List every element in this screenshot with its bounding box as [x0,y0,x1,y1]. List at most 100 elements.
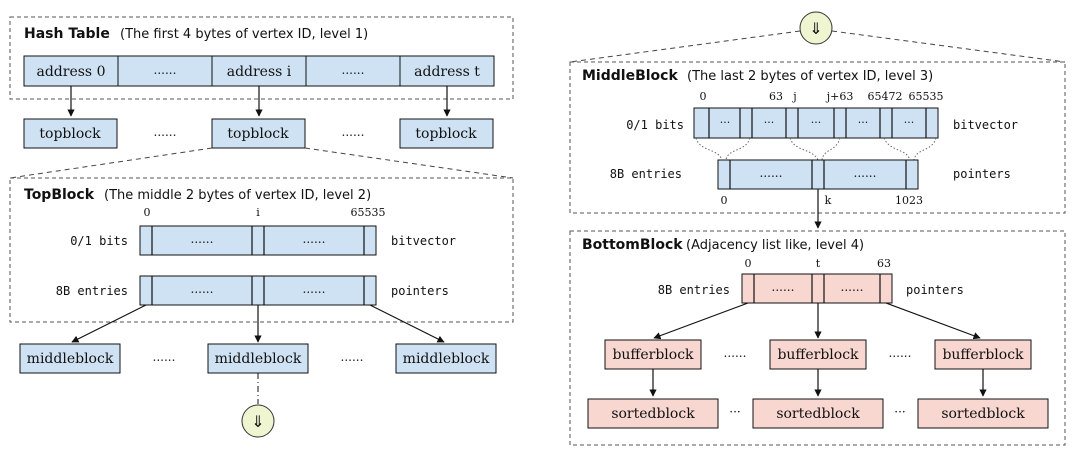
topblock-title: TopBlock [24,187,95,203]
bit-index-label: 0 [700,90,707,103]
hash-cell-label: address 0 [37,64,106,80]
hash-cell-address-t [399,55,495,87]
ellipsis: ··· [720,116,731,129]
middleblock-box [19,343,121,374]
bottomblock-panel: BottomBlock (Adjacency list like, level … [569,230,1066,446]
ellipsis: ...... [772,280,795,294]
topblock-row: topblock topblock topblock ...... ...... [23,118,494,149]
ellipsis: ...... [191,232,214,246]
ellipsis: ··· [858,116,869,129]
middleblock-title: MiddleBlock [582,68,678,84]
ellipsis: ··· [811,116,822,129]
pointer-index-label: 1023 [895,194,923,207]
svg-text:⇓: ⇓ [809,19,822,38]
middleblock-bitvector [693,107,939,139]
hash-table-subtitle: (The first 4 bytes of vertex ID, level 1… [120,27,368,42]
topblock-label: topblock [415,126,477,142]
bit-index-label: j [791,90,796,103]
bitvector-label: bitvector [391,234,456,248]
continue-down-icon: ⇓ [799,11,833,45]
ellipsis: ...... [341,350,364,364]
bufferblock-label: bufferblock [612,347,694,363]
bit-index-label: j+63 [825,90,854,103]
pointer-index-label: 0 [721,194,728,207]
middleblock-label: middleblock [403,351,490,367]
pointers-label: pointers [953,167,1011,181]
ellipsis: ...... [889,346,912,360]
hash-cell-address-0 [23,55,119,87]
middleblock-subtitle: (The last 2 bytes of vertex ID, level 3) [687,69,933,84]
bits-row-label: 0/1 bits [626,118,684,132]
middleblock-label: middleblock [215,351,302,367]
sortedblock-box [587,398,719,429]
hash-cell-label: ...... [342,63,365,77]
topblock-bitvector [139,225,377,256]
bit-index-label: 0 [144,206,151,219]
topblock-panel: TopBlock (The middle 2 bytes of vertex I… [9,177,514,323]
bit-index-label: 65472 [868,90,903,103]
ellipsis: ...... [841,280,864,294]
zoom-line-right [304,147,514,179]
hash-cell-label: address i [227,64,292,80]
middleblock-row: middleblock middleblock middleblock ....… [19,343,497,374]
entries-row-label: 8B entries [56,284,128,298]
ellipsis: ...... [724,346,747,360]
topblock-label: topblock [227,126,289,142]
bit-index-label: i [256,206,260,219]
hash-cell-ellipsis-2 [305,55,401,87]
hash-table-title: Hash Table [24,26,110,42]
hash-table-frame [9,16,514,100]
bit-index-label: 65535 [909,90,944,103]
arrow-topblock-to-middleblock-1 [71,304,147,343]
pointers-label: pointers [906,283,964,297]
middleblock-frame [569,61,1066,214]
ellipsis: ...... [303,282,326,296]
zoom-line-right [831,30,1066,63]
topblock-frame [9,177,514,323]
ellipsis: ...... [854,166,877,180]
topblock-subtitle: (The middle 2 bytes of vertex ID, level … [104,188,371,203]
entries-row-label: 8B entries [610,167,682,181]
hash-table-row: address 0 ...... address i ...... addres… [23,55,495,87]
hash-table-panel: Hash Table (The first 4 bytes of vertex … [9,16,514,100]
topblock-pointers [139,275,377,306]
ellipsis: ··· [904,116,915,129]
middleblock-box [207,343,309,374]
ellipsis: ...... [760,166,783,180]
middleblock-panel: MiddleBlock (The last 2 bytes of vertex … [569,61,1066,214]
topblock-box [23,118,118,149]
topblock-box [211,118,306,149]
zoom-line-left [569,30,801,63]
topblock-label: topblock [39,126,101,142]
entry-index-label: t [816,257,821,270]
ellipsis: ··· [894,405,905,419]
ellipsis: ...... [303,232,326,246]
bitvector-label: bitvector [953,118,1018,132]
middleblock-box [395,343,497,374]
sortedblock-box [917,398,1049,429]
bits-row-label: 0/1 bits [70,234,128,248]
pointers-label: pointers [391,284,449,298]
bit-index-label: 63 [769,90,783,103]
bufferblock-box [769,339,867,370]
entries-row-label: 8B entries [658,283,730,297]
bottomblock-subtitle: (Adjacency list like, level 4) [686,238,864,253]
pointer-index-label: k [825,194,832,207]
bottomblock-frame [569,230,1066,446]
hash-cell-label: ...... [154,63,177,77]
arrow-topblock-to-middleblock-3 [369,304,445,343]
bottomblock-title: BottomBlock [582,237,683,253]
bottomblock-pointers [741,273,893,304]
arrow-to-bufferblock-1 [653,302,749,340]
ellipsis: ...... [342,125,365,139]
ellipsis: ...... [153,350,176,364]
ellipsis: ··· [764,116,775,129]
hash-cell-label: address t [414,64,480,80]
sortedblock-label: sortedblock [611,406,695,422]
middleblock-label: middleblock [27,351,114,367]
topblock-box [399,118,494,149]
hash-cell-ellipsis-1 [117,55,213,87]
ellipsis: ...... [191,282,214,296]
middleblock-pointers [717,159,919,190]
